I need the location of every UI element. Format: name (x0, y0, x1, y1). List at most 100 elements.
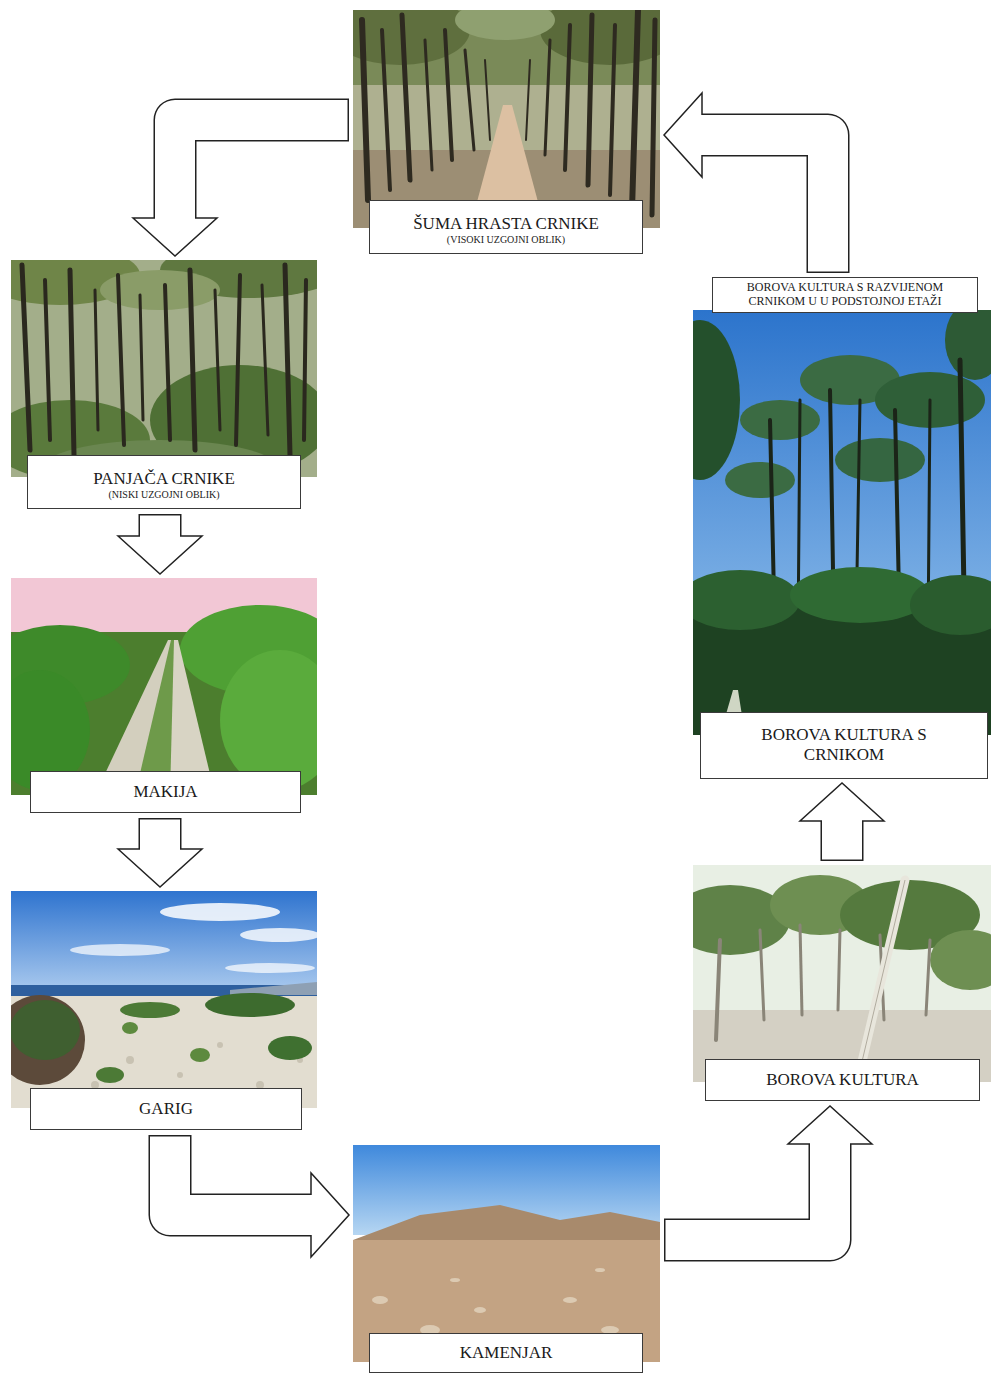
label-box: PANJAČA CRNIKE(NISKI UZGOJNI OBLIK) (27, 455, 301, 509)
null-part-part (526, 60, 530, 140)
arrow-shaft (175, 120, 348, 221)
garrigue-photo-part (11, 1000, 80, 1060)
pine-with-holm-oak-photo-part (740, 400, 820, 440)
null-part-part (285, 265, 290, 455)
arrow-shaft (666, 1141, 831, 1240)
null-part-part (545, 40, 550, 155)
pine-plantation-photo-part (860, 880, 905, 1070)
arrow-shaft (170, 1137, 314, 1216)
garrigue-photo (11, 891, 317, 1108)
null-part-part (22, 265, 30, 450)
cycle-arrow (664, 93, 828, 273)
garrigue-photo-part (96, 1067, 124, 1083)
null-part-part (215, 290, 220, 430)
stage-node: BOROVA KULTURA (693, 865, 991, 1102)
null-part-part (95, 290, 98, 430)
holm-oak-forest-photo-part (353, 10, 470, 65)
stage-label: MAKIJA (37, 782, 294, 802)
arrow-head (664, 93, 702, 177)
null-part-part (610, 25, 615, 195)
garrigue-photo-part (268, 1036, 312, 1060)
null-part-part (474, 1307, 486, 1313)
garrigue-photo-part (205, 993, 295, 1017)
null-part-part (140, 295, 143, 420)
cycle-arrow (170, 1135, 349, 1257)
null-part-part (450, 1278, 460, 1282)
garrigue-photo-part (225, 963, 315, 973)
pine-with-holm-oak-photo-part (693, 570, 800, 630)
null-part-part (165, 285, 170, 440)
garrigue-photo-part (190, 1048, 210, 1062)
label-box: BOROVA KULTURA S CRNIKOM (700, 712, 988, 779)
stage-label: BOROVA KULTURA (712, 1070, 973, 1090)
label-box: MAKIJA (30, 771, 301, 813)
null-part-part (217, 1042, 223, 1048)
null-part (362, 10, 655, 215)
null-part-part (760, 930, 764, 1020)
null-part-part (445, 30, 452, 160)
pine-plantation-photo-part (860, 880, 905, 1070)
null-part-part (588, 15, 592, 185)
label-box: BOROVA KULTURA S RAZVIJENOM CRNIKOM U U … (712, 277, 978, 313)
maquis-photo (11, 578, 317, 795)
garrigue-photo-part (230, 982, 317, 995)
stage-node: PANJAČA CRNIKE(NISKI UZGOJNI OBLIK) (11, 260, 317, 510)
pine-with-holm-oak-photo (693, 310, 991, 735)
null-part-part (177, 1072, 183, 1078)
label-box: BOROVA KULTURA (705, 1059, 980, 1101)
null-part-part (190, 270, 195, 450)
cycle-arrow (133, 120, 349, 256)
garrigue-photo-part (122, 1022, 138, 1034)
stage-node: MAKIJA (11, 578, 317, 814)
null-part-part (118, 275, 124, 445)
stage-label: KAMENJAR (376, 1343, 636, 1363)
stage-node: ŠUMA HRASTA CRNIKE(VISOKI UZGOJNI OBLIK) (353, 10, 660, 255)
coppice-photo (11, 260, 317, 477)
garrigue-photo-part (160, 903, 280, 921)
cycle-arrow (118, 514, 202, 574)
garrigue-photo-part (240, 928, 317, 942)
null-part-part (236, 275, 240, 445)
arrow-head (800, 783, 884, 821)
null-part-part (565, 25, 570, 170)
null-part-part (926, 940, 930, 1015)
null-part-part (716, 940, 720, 1040)
null-part-part (262, 285, 268, 435)
pine-plantation-photo (693, 865, 991, 1082)
arrow-head (118, 849, 202, 887)
pine-with-holm-oak-photo-part (835, 438, 925, 482)
null-part-part (485, 60, 490, 140)
null-part-part (632, 10, 638, 210)
garrigue-photo-part (70, 944, 170, 956)
rocky-land-photo (353, 1145, 660, 1362)
arrow-shaft (140, 820, 180, 853)
arrow-head (788, 1106, 872, 1144)
cycle-arrow (118, 818, 202, 887)
maquis-photo-part (220, 650, 317, 790)
null-part-part (402, 15, 410, 180)
null-part-part (838, 930, 840, 1010)
null-part-part (372, 1296, 388, 1304)
null-part-part (595, 1268, 605, 1272)
null-part-part (126, 1056, 134, 1064)
garrigue-photo-part (120, 1002, 180, 1018)
label-box: KAMENJAR (369, 1333, 643, 1373)
stage-label: GARIG (37, 1099, 295, 1119)
null-part (716, 925, 930, 1040)
stage-label: BOROVA KULTURA S RAZVIJENOM CRNIKOM U U … (718, 281, 972, 309)
arrow-head (118, 536, 202, 574)
arrow-shaft (699, 135, 828, 272)
null-part-part (563, 1297, 577, 1303)
stage-subtitle: (NISKI UZGOJNI OBLIK) (34, 489, 294, 501)
label-box: GARIG (30, 1088, 302, 1130)
null-part-part (800, 925, 802, 1015)
holm-oak-forest-photo-part (455, 10, 555, 40)
stage-node: KAMENJAR (353, 1145, 660, 1374)
pine-with-holm-oak-photo-part (693, 320, 740, 480)
garrigue-photo-part (11, 995, 85, 1085)
cycle-arrow (664, 1106, 872, 1240)
null-part-part (465, 50, 474, 150)
arrow-head (133, 218, 217, 256)
pine-plantation-photo-part (930, 930, 991, 990)
